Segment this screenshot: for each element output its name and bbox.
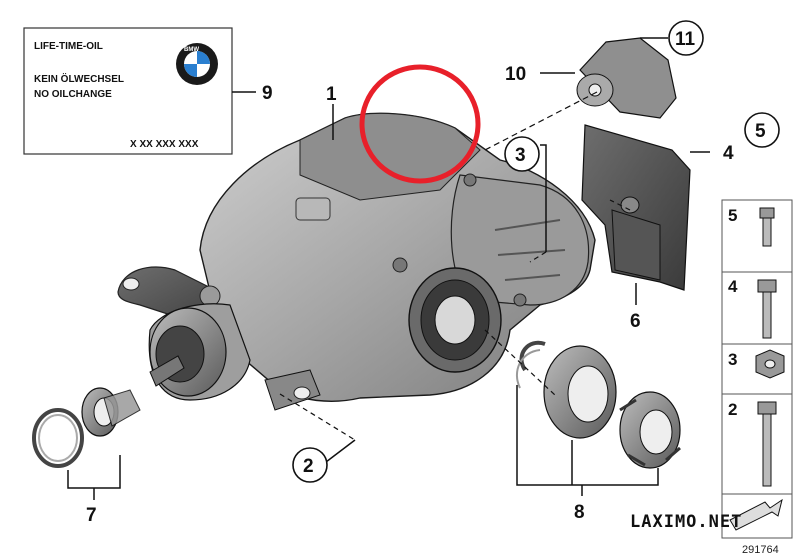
- fastener-label-5: 5: [728, 206, 737, 225]
- bmw-logo-icon: BMW: [176, 43, 218, 85]
- callout-11: 11: [675, 29, 696, 50]
- fastener-label-4: 4: [728, 277, 738, 296]
- label-line-2: KEIN ÖLWECHSEL: [34, 72, 124, 85]
- hex-nut-icon: [755, 349, 785, 379]
- label-part-number: X XX XXX XXX: [130, 139, 199, 150]
- diagram-id: 291764: [742, 544, 779, 556]
- callout-3-circle: [504, 136, 540, 172]
- flange-bolt-icon: [757, 401, 777, 487]
- side-seal-rings: [515, 340, 681, 469]
- callout-3: 3: [515, 145, 526, 166]
- short-bolt-icon: [759, 207, 775, 247]
- leader-2: [325, 439, 356, 463]
- highlight-ring: [359, 64, 481, 184]
- label-line-1: LIFE-TIME-OIL: [34, 41, 103, 52]
- watermark: LAXIMO.NET: [630, 512, 742, 532]
- callout-8: 8: [574, 502, 585, 523]
- callout-5-circle: [744, 112, 780, 148]
- callout-7: 7: [86, 505, 97, 526]
- front-seal-rings: [32, 387, 141, 468]
- arrow-icon: [729, 498, 783, 531]
- callout-1: 1: [326, 84, 337, 105]
- fastener-label-3: 3: [728, 350, 737, 369]
- cover-plate-part: [581, 124, 691, 291]
- callout-9: 9: [262, 83, 273, 104]
- callout-6: 6: [630, 311, 641, 332]
- label-line-3: NO OILCHANGE: [34, 89, 112, 100]
- fastener-panel: 5 4 3 2: [721, 199, 793, 539]
- bmw-logo-text: BMW: [184, 47, 199, 53]
- leader-8: [516, 385, 659, 486]
- callout-11-circle: [668, 20, 704, 56]
- callout-10: 10: [505, 64, 526, 85]
- oil-label-card: LIFE-TIME-OIL KEIN ÖLWECHSEL NO OILCHANG…: [23, 27, 233, 155]
- callout-2: 2: [303, 456, 314, 477]
- fastener-label-2: 2: [728, 400, 737, 419]
- long-bolt-icon: [757, 279, 777, 339]
- breather-cap-part: [576, 37, 677, 119]
- callout-5: 5: [755, 121, 766, 142]
- callout-2-circle: [292, 447, 328, 483]
- callout-4: 4: [723, 143, 734, 164]
- leader-7: [67, 455, 121, 489]
- differential-housing: [117, 112, 596, 411]
